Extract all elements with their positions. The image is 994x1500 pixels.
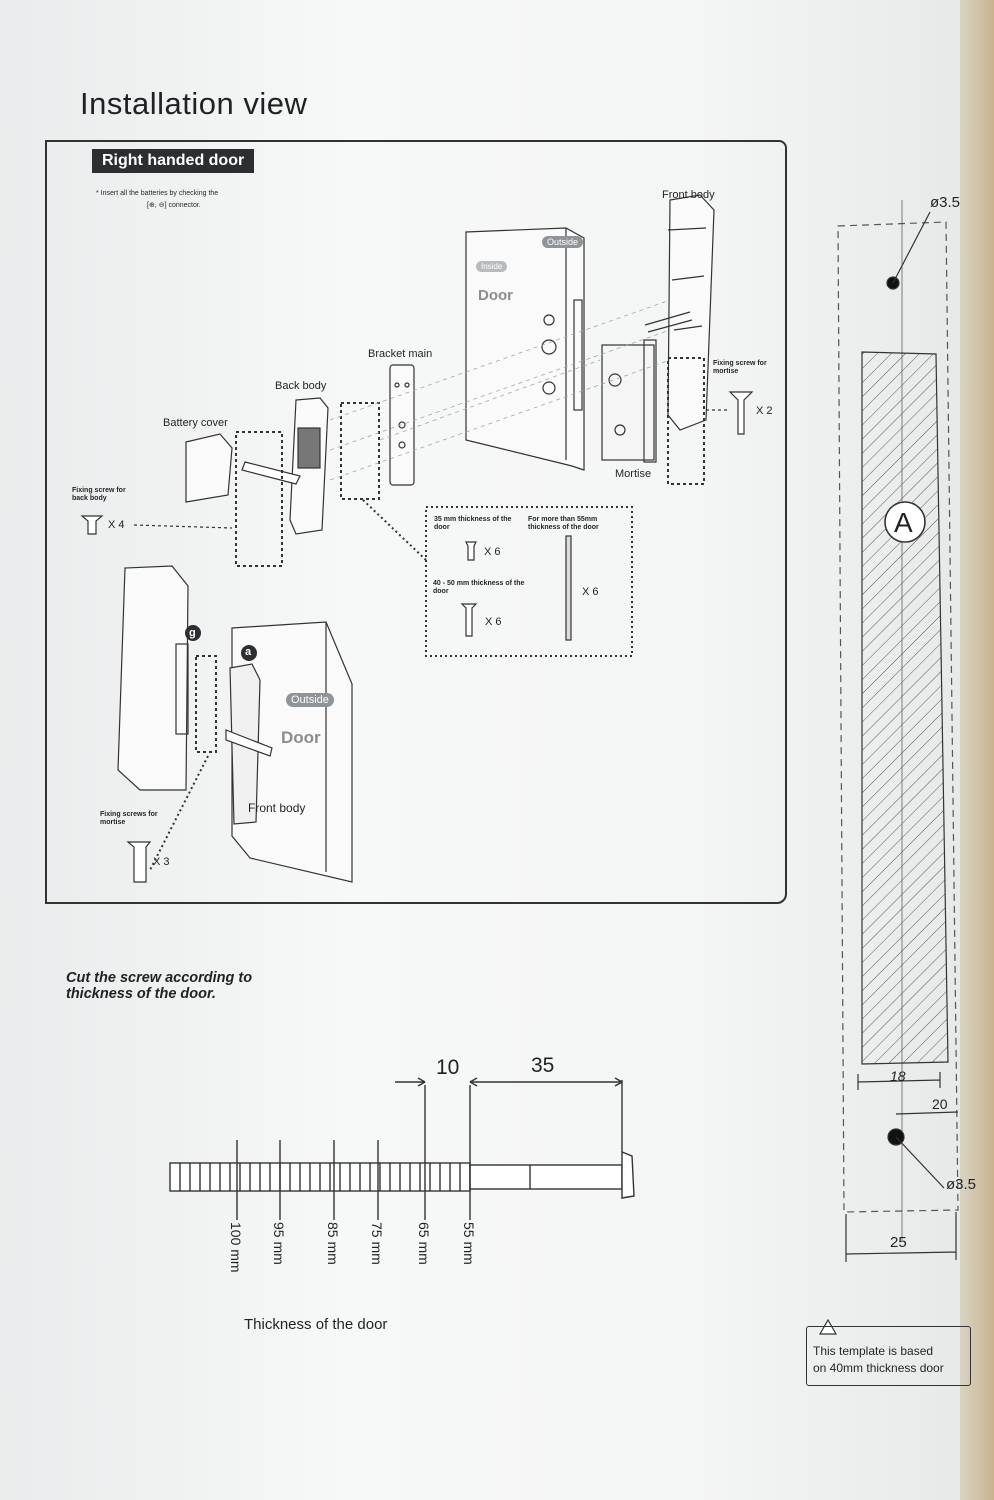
thickness-caption: Thickness of the door: [244, 1316, 388, 1333]
dim-20: 20: [932, 1096, 948, 1112]
warning-line-2: on 40mm thickness door: [813, 1361, 944, 1375]
dim-18: 18: [890, 1068, 906, 1084]
warning-line-1: This template is based: [813, 1344, 934, 1358]
inside-tag-top: Inside: [476, 261, 508, 272]
cut-screw-heading-2: thickness of the door.: [66, 986, 216, 1002]
door-word-bottom: Door: [281, 728, 321, 747]
fixing-screw-mortise-label: Fixing screw for mortise: [713, 360, 767, 375]
thickness-75mm: 75 mm: [369, 1222, 385, 1265]
cut-screw-heading: Cut the screw according to thickness of …: [66, 970, 252, 1002]
battery-cover-label: Battery cover: [163, 417, 228, 429]
marker-g: g: [189, 627, 196, 639]
thick40-50-qty: X 6: [485, 616, 502, 628]
thickness-55mm: 55 mm: [461, 1222, 477, 1265]
hole-top-label: ø3.5: [930, 194, 961, 211]
thickness-65mm: 65 mm: [416, 1222, 432, 1265]
template-area-label: A: [894, 507, 913, 538]
dim-25: 25: [890, 1234, 907, 1251]
thick35-qty: X 6: [484, 546, 501, 558]
battery-note-2: [⊕, ⊖] connector.: [147, 202, 201, 209]
fixing-screws-mortise-bottom-label: Fixing screws for mortise: [100, 811, 158, 826]
door-word-top: Door: [478, 287, 513, 304]
page-title: Installation view: [80, 86, 308, 121]
thick35-label: 35 mm thickness of the door: [434, 516, 512, 531]
more55-label: For more than 55mm thickness of the door: [528, 516, 599, 531]
thickness-85mm: 85 mm: [325, 1222, 341, 1265]
front-body-label: Front body: [662, 189, 715, 201]
marker-a: a: [245, 646, 252, 658]
fixing-screw-back-body-qty: X 4: [108, 519, 125, 531]
back-body-label: Back body: [275, 380, 327, 392]
dim-10: 10: [436, 1056, 460, 1079]
mortise-label: Mortise: [615, 468, 652, 480]
template-warning: This template is based on 40mm thickness…: [806, 1326, 971, 1386]
paper-edge: [960, 0, 994, 1500]
more55-qty: X 6: [582, 586, 599, 598]
dim-35: 35: [531, 1054, 555, 1077]
fixing-screws-mortise-bottom-qty: X 3: [153, 856, 170, 868]
fixing-screw-mortise-qty: X 2: [756, 405, 773, 417]
outside-tag-top: Outside: [542, 236, 584, 248]
fixing-screw-back-body-label: Fixing screw for back body: [72, 487, 126, 502]
section-tag: Right handed door: [92, 149, 255, 173]
installation-frame: [45, 140, 787, 904]
battery-note-1: * Insert all the batteries by checking t…: [96, 190, 219, 197]
outside-tag-bottom: Outside: [286, 693, 334, 707]
bracket-main-label: Bracket main: [368, 348, 433, 360]
thickness-100mm: 100 mm: [228, 1222, 244, 1273]
cut-screw-heading-1: Cut the screw according to: [66, 970, 253, 986]
thick40-50-label: 40 - 50 mm thickness of the door: [433, 580, 525, 595]
front-body-bottom-label: Front body: [248, 801, 306, 815]
hole-bottom-label: ø3.5: [946, 1176, 977, 1193]
thickness-95mm: 95 mm: [271, 1222, 287, 1265]
